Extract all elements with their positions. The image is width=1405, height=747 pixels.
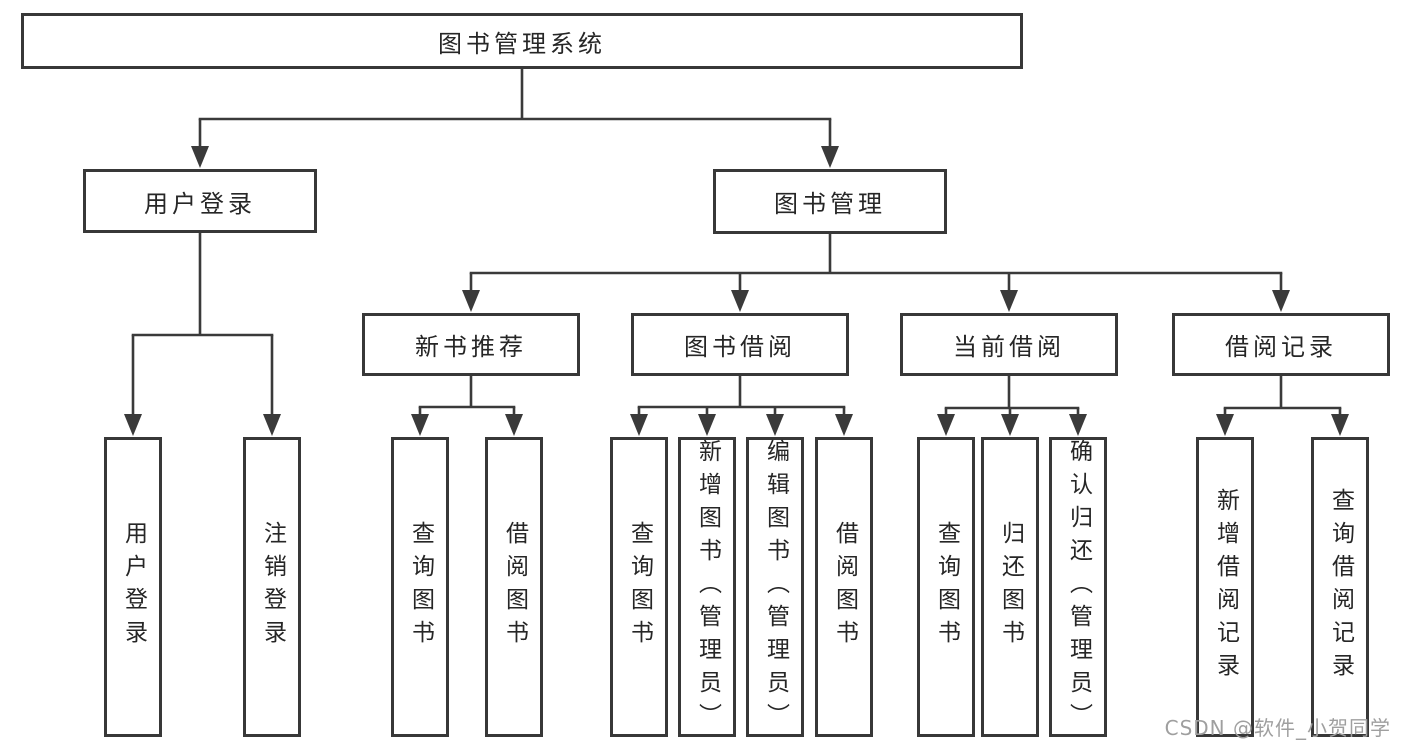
csdn-watermark: CSDN @软件_小贺同学 [1164,716,1391,740]
leaf-query-borrow-record-label: 查询借阅记录 [1327,488,1354,686]
node-user-login: 用户登录 [83,169,317,233]
edges-user-login-to-leaves [124,233,281,436]
leaf-query-book-borrow-label: 查询图书 [626,521,653,653]
leaf-query-book-current-label: 查询图书 [933,521,960,653]
node-current-borrow-label: 当前借阅 [953,333,1065,361]
leaf-add-book-admin: 新增图书（管理员） [678,437,736,737]
edges-root-to-level2 [191,69,839,168]
node-new-book-recommend: 新书推荐 [362,313,580,376]
leaf-add-book-admin-label: 新增图书（管理员） [694,438,721,736]
node-book-management-label: 图书管理 [774,190,886,218]
leaf-borrow-book-recommend-label: 借阅图书 [501,521,528,653]
leaf-borrow-book: 借阅图书 [815,437,873,737]
leaf-logout: 注销登录 [243,437,301,737]
leaf-borrow-book-label: 借阅图书 [831,521,858,653]
edges-book-mgmt-to-level3 [462,234,1290,312]
leaf-edit-book-admin-label: 编辑图书（管理员） [762,438,789,736]
edges-current-borrow-to-leaves [937,376,1087,436]
leaf-add-borrow-record-label: 新增借阅记录 [1212,488,1239,686]
leaf-query-borrow-record: 查询借阅记录 [1311,437,1369,737]
node-library-system: 图书管理系统 [21,13,1023,69]
edges-book-borrow-to-leaves [630,376,853,436]
leaf-edit-book-admin: 编辑图书（管理员） [746,437,804,737]
node-book-borrow: 图书借阅 [631,313,849,376]
node-library-system-label: 图书管理系统 [438,29,606,58]
leaf-user-login: 用户登录 [104,437,162,737]
node-book-management: 图书管理 [713,169,947,234]
node-user-login-label: 用户登录 [144,189,256,218]
leaf-query-book-recommend-label: 查询图书 [407,521,434,653]
node-new-book-recommend-label: 新书推荐 [415,333,527,361]
leaf-confirm-return-admin-label: 确认归还（管理员） [1065,438,1092,736]
leaf-add-borrow-record: 新增借阅记录 [1196,437,1254,737]
node-book-borrow-label: 图书借阅 [684,333,796,361]
leaf-query-book-borrow: 查询图书 [610,437,668,737]
node-current-borrow: 当前借阅 [900,313,1118,376]
leaf-query-book-current: 查询图书 [917,437,975,737]
leaf-logout-label: 注销登录 [259,521,286,653]
leaf-borrow-book-recommend: 借阅图书 [485,437,543,737]
leaf-confirm-return-admin: 确认归还（管理员） [1049,437,1107,737]
edges-borrow-records-to-leaves [1216,376,1349,436]
node-borrow-records-label: 借阅记录 [1225,333,1337,361]
leaf-user-login-label: 用户登录 [120,521,147,653]
leaf-return-book-label: 归还图书 [997,521,1024,653]
node-borrow-records: 借阅记录 [1172,313,1390,376]
leaf-query-book-recommend: 查询图书 [391,437,449,737]
edges-new-book-to-leaves [411,376,523,436]
leaf-return-book: 归还图书 [981,437,1039,737]
